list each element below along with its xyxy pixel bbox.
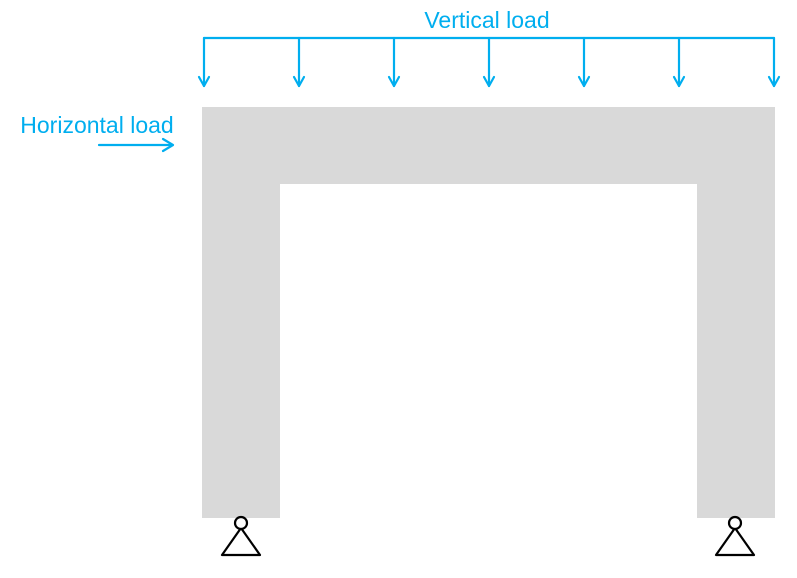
- support-triangle: [220, 526, 262, 557]
- support-pin: [727, 515, 743, 531]
- arrow-down-icon: [482, 75, 496, 88]
- supports: [220, 515, 756, 557]
- pin-support-icon: [220, 515, 262, 557]
- arrow-down-icon: [672, 75, 686, 88]
- vertical-load-label: Vertical load: [424, 7, 549, 33]
- support-triangle: [714, 526, 756, 557]
- horizontal-load-label: Horizontal load: [20, 112, 173, 138]
- pin-support-icon: [714, 515, 756, 557]
- arrow-down-icon: [387, 75, 401, 88]
- frame-left-column: [202, 107, 280, 518]
- support-pin: [233, 515, 249, 531]
- arrow-right-icon: [161, 137, 175, 153]
- frame-beam: [202, 107, 775, 184]
- arrow-down-icon: [577, 75, 591, 88]
- arrow-down-icon: [292, 75, 306, 88]
- portal-frame: [202, 107, 775, 518]
- arrow-down-icon: [197, 75, 211, 88]
- frame-right-column: [697, 107, 775, 518]
- vertical-load-arrows: [197, 36, 781, 88]
- horizontal-load-arrow: [97, 137, 175, 153]
- arrow-down-icon: [767, 75, 781, 88]
